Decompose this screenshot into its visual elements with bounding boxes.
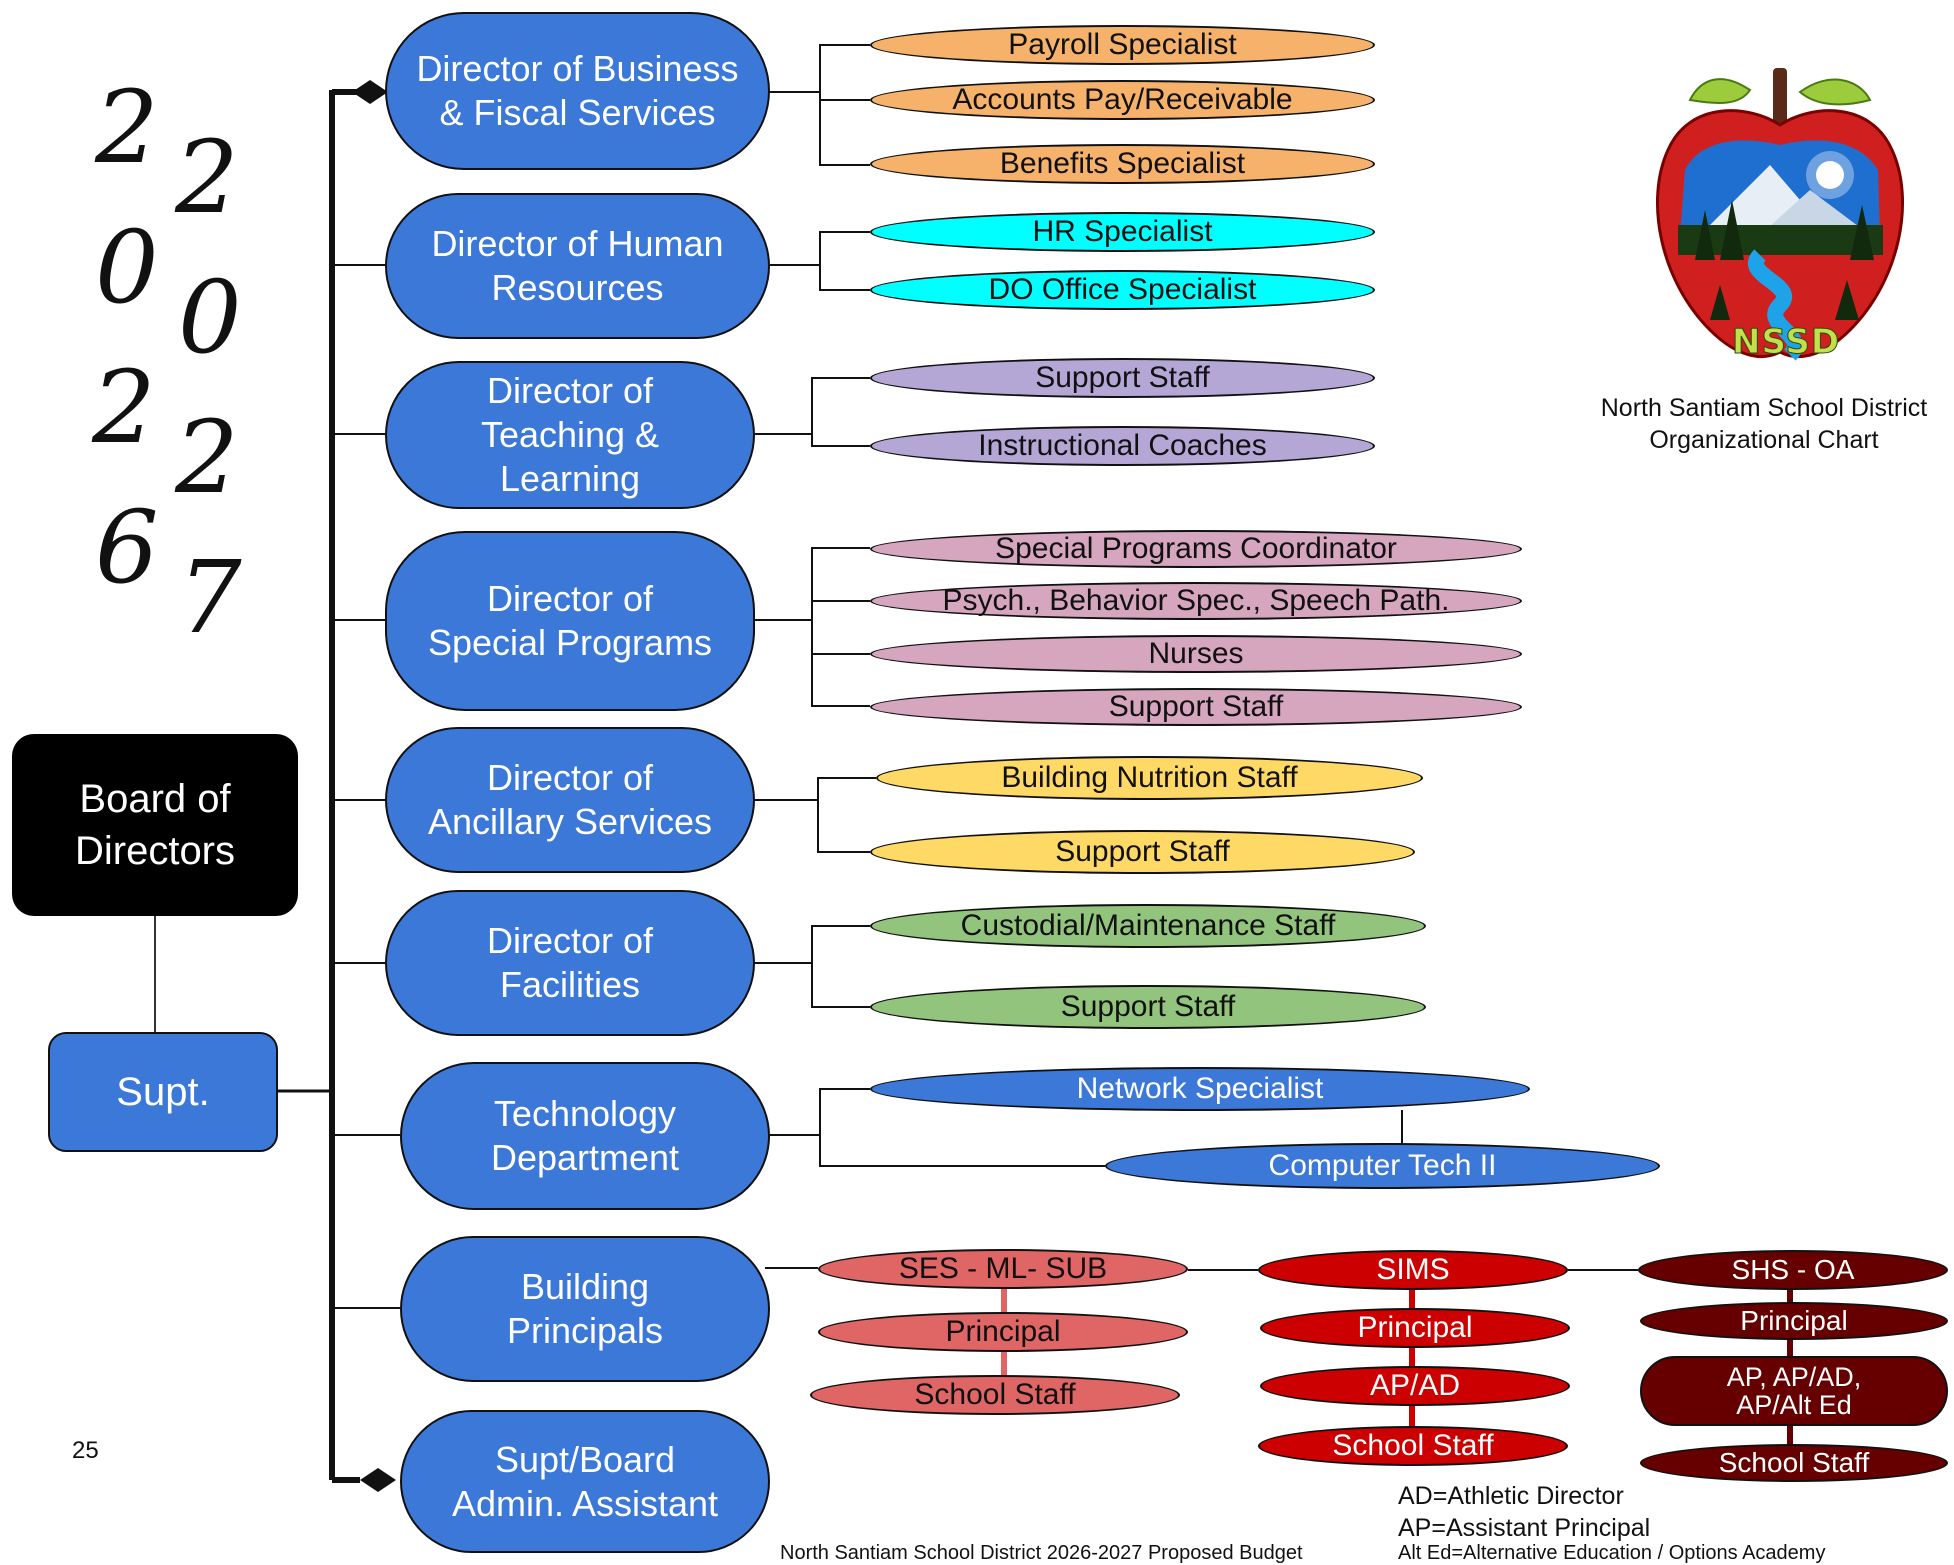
school-ses-ml-sub[interactable]: SES - ML- SUB: [818, 1249, 1188, 1289]
school-shs-principal[interactable]: Principal: [1640, 1302, 1948, 1340]
staff-payroll-specialist[interactable]: Payroll Specialist: [870, 25, 1375, 65]
staff-computer-tech-ii[interactable]: Computer Tech II: [1105, 1143, 1660, 1189]
school-shs-ap-ad-alt-ed[interactable]: AP, AP/AD, AP/Alt Ed: [1640, 1356, 1948, 1426]
school-sims-principal[interactable]: Principal: [1260, 1308, 1570, 1348]
staff-instructional-coaches[interactable]: Instructional Coaches: [870, 426, 1375, 466]
staff-psych-behavior-speech[interactable]: Psych., Behavior Spec., Speech Path.: [870, 582, 1522, 620]
staff-building-nutrition[interactable]: Building Nutrition Staff: [876, 756, 1423, 800]
year-digit: 2: [92, 349, 156, 466]
director-business-fiscal[interactable]: Director of Business & Fiscal Services: [385, 12, 770, 170]
technology-department[interactable]: Technology Department: [400, 1062, 770, 1210]
nssd-apple-logo: NSSD: [1640, 60, 1920, 380]
director-facilities[interactable]: Director of Facilities: [385, 890, 755, 1036]
school-sims[interactable]: SIMS: [1258, 1250, 1568, 1290]
building-principals[interactable]: Building Principals: [400, 1236, 770, 1382]
staff-special-programs-coordinator[interactable]: Special Programs Coordinator: [870, 530, 1522, 568]
staff-hr-specialist[interactable]: HR Specialist: [870, 212, 1375, 252]
year-digit: 6: [95, 489, 159, 606]
logo-text: NSSD: [1732, 322, 1841, 363]
footer-left: North Santiam School District 2026-2027 …: [780, 1542, 1303, 1564]
page-number: 25: [72, 1437, 99, 1464]
director-special-programs[interactable]: Director of Special Programs: [385, 531, 755, 711]
staff-do-office-specialist[interactable]: DO Office Specialist: [870, 270, 1375, 310]
school-ses-school-staff[interactable]: School Staff: [810, 1375, 1180, 1415]
staff-network-specialist[interactable]: Network Specialist: [870, 1067, 1530, 1111]
staff-nurses[interactable]: Nurses: [870, 635, 1522, 673]
director-human-resources[interactable]: Director of Human Resources: [385, 193, 770, 339]
staff-accounts-pay-receivable[interactable]: Accounts Pay/Receivable: [870, 80, 1375, 120]
supt-board-admin-assistant[interactable]: Supt/Board Admin. Assistant: [400, 1410, 770, 1553]
school-sims-ap-ad[interactable]: AP/AD: [1260, 1366, 1570, 1406]
staff-custodial-maintenance[interactable]: Custodial/Maintenance Staff: [870, 904, 1426, 948]
board-of-directors-box[interactable]: Board of Directors: [12, 734, 298, 916]
staff-ancillary-support-staff[interactable]: Support Staff: [870, 830, 1415, 874]
org-caption-line2: Organizational Chart: [1649, 426, 1879, 454]
year-digit: 0: [178, 259, 242, 376]
school-ses-principal[interactable]: Principal: [818, 1312, 1188, 1352]
superintendent-box[interactable]: Supt.: [48, 1032, 278, 1152]
staff-benefits-specialist[interactable]: Benefits Specialist: [870, 144, 1375, 184]
year-digit: 2: [175, 119, 239, 236]
org-caption-line1: North Santiam School District: [1600, 394, 1928, 422]
school-shs-school-staff[interactable]: School Staff: [1640, 1444, 1948, 1482]
legend-ap: AP=Assistant Principal: [1398, 1514, 1651, 1542]
year-digit: 2: [175, 399, 239, 516]
school-shs-oa[interactable]: SHS - OA: [1638, 1250, 1948, 1290]
apple-logo-icon: [1656, 68, 1904, 361]
footer-right: Alt Ed=Alternative Education / Options A…: [1398, 1542, 1826, 1564]
year-digit: 7: [178, 539, 242, 656]
director-ancillary-services[interactable]: Director of Ancillary Services: [385, 727, 755, 873]
staff-tl-support-staff[interactable]: Support Staff: [870, 358, 1375, 398]
staff-facilities-support-staff[interactable]: Support Staff: [870, 985, 1426, 1029]
staff-sp-support-staff[interactable]: Support Staff: [870, 688, 1522, 726]
year-digit: 0: [95, 209, 159, 326]
school-sims-school-staff[interactable]: School Staff: [1258, 1426, 1568, 1466]
year-digit: 2: [95, 69, 159, 186]
legend-ad: AD=Athletic Director: [1398, 1482, 1624, 1510]
director-teaching-learning[interactable]: Director of Teaching & Learning: [385, 361, 755, 509]
